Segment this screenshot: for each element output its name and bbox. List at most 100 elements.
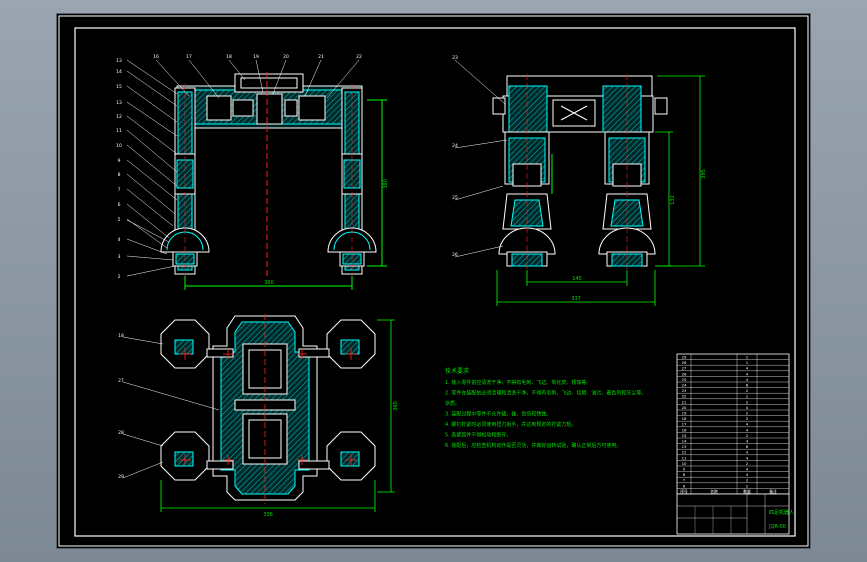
part-balloon: 2 bbox=[118, 274, 121, 280]
bom-header-cell: 序号 bbox=[680, 489, 688, 494]
cad-drawing: 1314151312111098765432161718192021223803… bbox=[58, 15, 809, 547]
dimension-label: 336 bbox=[263, 512, 273, 518]
part-balloon: 20 bbox=[283, 54, 289, 60]
note-line: 2. 零件在装配前必须清理和清洗干净，不得有毛刺、飞边、切屑、油污、着色剂和灰尘… bbox=[445, 390, 646, 397]
bom-header-cell: 备注 bbox=[769, 489, 777, 494]
bom-cell: 26 bbox=[682, 371, 687, 376]
notes-title: 技术要求 bbox=[445, 367, 469, 375]
outer-border bbox=[58, 15, 809, 547]
note-line: 6. 装配后，应检查机构动作是否灵活，并做好运转试验，确认正常后方可使用。 bbox=[445, 442, 621, 449]
bom-cell: 18 bbox=[682, 416, 687, 421]
part-balloon: 6 bbox=[118, 202, 121, 208]
bom-cell: 4 bbox=[746, 450, 749, 455]
bom-cell: 24 bbox=[682, 382, 687, 387]
part-balloon: 5 bbox=[118, 217, 121, 223]
dimension-label: 337 bbox=[571, 296, 581, 302]
part-balloon: 13 bbox=[116, 58, 122, 64]
part-balloon: 14 bbox=[116, 69, 122, 75]
part-balloon: 4 bbox=[118, 237, 121, 243]
bom-cell: 4 bbox=[746, 377, 749, 382]
part-balloon: 17 bbox=[186, 54, 192, 60]
part-balloon: 8 bbox=[118, 172, 121, 178]
title-block-name: 四足机器人 bbox=[769, 509, 794, 516]
bom-cell: 2 bbox=[746, 433, 749, 438]
part-balloon: 29 bbox=[118, 474, 124, 480]
bom-cell: 25 bbox=[682, 377, 687, 382]
part-balloon: 13 bbox=[116, 100, 122, 106]
part-balloon: 25 bbox=[452, 195, 458, 201]
bom-cell: 4 bbox=[746, 405, 749, 410]
dimension-label: 360 bbox=[393, 401, 399, 411]
note-line: 4. 螺钉拧紧时必须使用扭力扳手，并达到规定的拧紧力矩。 bbox=[445, 421, 576, 428]
dimension-label: 360 bbox=[264, 280, 274, 286]
part-balloon: 18 bbox=[226, 54, 232, 60]
note-line: 5. 各紧固件不得松动和断开。 bbox=[445, 432, 511, 439]
part-balloon: 21 bbox=[318, 54, 324, 60]
bom-cell: 4 bbox=[746, 422, 749, 427]
note-line: 1. 装入零件前应清洗干净，不得有毛刺、飞边、氧化皮、锈蚀等。 bbox=[445, 379, 591, 386]
part-balloon: 11 bbox=[116, 128, 122, 134]
bom-cell: 4 bbox=[746, 455, 749, 460]
bom-cell: 4 bbox=[746, 438, 749, 443]
dimension-label: 395 bbox=[701, 169, 707, 179]
bom-cell: 28 bbox=[682, 360, 687, 365]
bom-cell: 2 bbox=[746, 483, 749, 488]
bom-cell: 4 bbox=[746, 466, 749, 471]
bom-cell: 8 bbox=[683, 472, 686, 477]
bom-cell: 27 bbox=[682, 366, 687, 371]
bom-cell: 22 bbox=[682, 394, 687, 399]
part-balloon: 23 bbox=[452, 55, 458, 61]
dimension-label: 145 bbox=[572, 276, 582, 282]
part-balloon: 12 bbox=[116, 114, 122, 120]
dimension-label: 380 bbox=[383, 179, 389, 189]
part-balloon: 9 bbox=[118, 158, 121, 164]
bom-cell: 2 bbox=[746, 461, 749, 466]
bom-cell: 11 bbox=[682, 455, 687, 460]
bom-cell: 20 bbox=[682, 405, 687, 410]
bom-cell: 1 bbox=[746, 354, 749, 359]
bom-cell: 14 bbox=[682, 438, 687, 443]
technical-notes: 技术要求 1. 装入零件前应清洗干净，不得有毛刺、飞边、氧化皮、锈蚀等。 2. 零… bbox=[445, 367, 646, 449]
bom-cell: 21 bbox=[682, 399, 687, 404]
front-view bbox=[126, 59, 387, 290]
title-block-drawing-no: JQR-00 bbox=[768, 524, 786, 530]
bom-cell: 12 bbox=[682, 450, 687, 455]
bom-cell: 10 bbox=[682, 461, 687, 466]
bom-header-cell: 数量 bbox=[743, 489, 751, 494]
bom-cell: 4 bbox=[746, 366, 749, 371]
bom-cell: 17 bbox=[682, 422, 687, 427]
bom-cell: 7 bbox=[683, 478, 686, 483]
note-line: 杂质。 bbox=[445, 400, 460, 407]
part-balloon: 10 bbox=[116, 143, 122, 149]
top-view bbox=[122, 314, 395, 512]
part-balloon: 22 bbox=[356, 54, 362, 60]
bom-cell: 4 bbox=[746, 427, 749, 432]
bom-header-cell: 名称 bbox=[710, 489, 718, 494]
bom-cell: 19 bbox=[682, 410, 687, 415]
part-balloon: 18 bbox=[118, 333, 124, 339]
title-block bbox=[676, 493, 790, 535]
bom-cell: 9 bbox=[683, 466, 686, 471]
part-balloon: 15 bbox=[116, 84, 122, 90]
dimension-label: 132 bbox=[670, 195, 676, 205]
part-balloon: 7 bbox=[118, 187, 121, 193]
bom-cell: 16 bbox=[682, 427, 687, 432]
bom-cell: 2 bbox=[746, 410, 749, 415]
part-balloon: 27 bbox=[118, 378, 124, 384]
part-balloon: 24 bbox=[452, 143, 458, 149]
bom-cell: 1 bbox=[746, 394, 749, 399]
bom-cell: 8 bbox=[746, 382, 749, 387]
bom-cell: 23 bbox=[682, 388, 687, 393]
bom-cell: 2 bbox=[746, 478, 749, 483]
bom-cell: 4 bbox=[746, 472, 749, 477]
bom-cell: 2 bbox=[746, 388, 749, 393]
bom-cell: 13 bbox=[682, 444, 687, 449]
note-line: 3. 装配过程中零件不允许磕、碰、划伤和锈蚀。 bbox=[445, 411, 551, 418]
bom-cell: 15 bbox=[682, 433, 687, 438]
bom-cell: 2 bbox=[746, 399, 749, 404]
inner-border bbox=[74, 27, 796, 537]
part-balloon: 16 bbox=[153, 54, 159, 60]
